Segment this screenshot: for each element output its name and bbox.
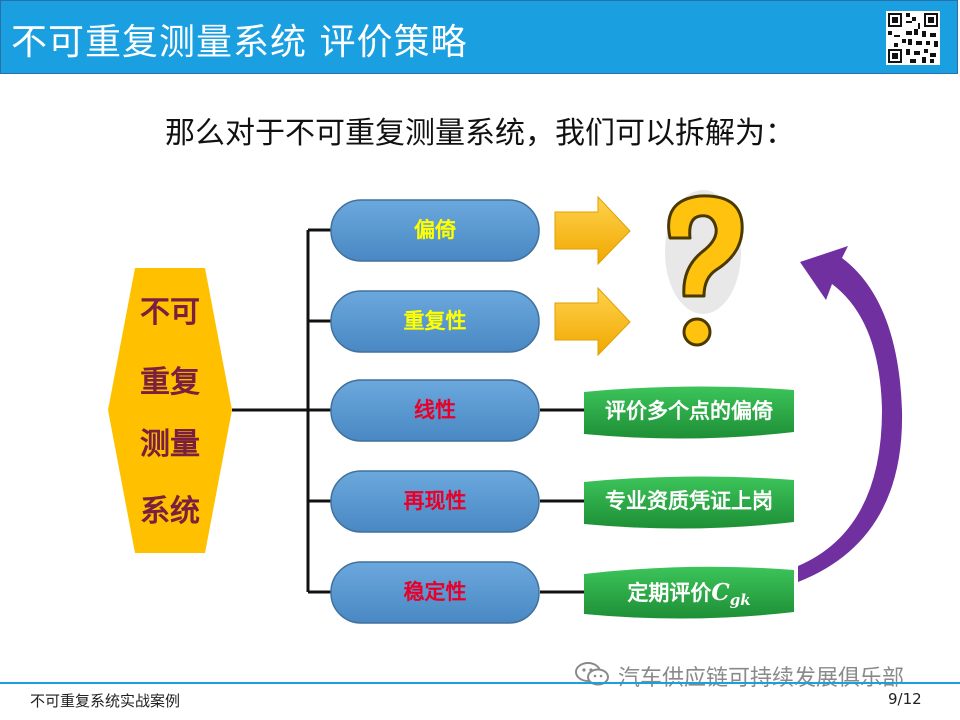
cgk-subscript: gk: [729, 591, 751, 610]
strategy-text-1: 评价多个点的偏倚: [605, 399, 773, 423]
root-label-line-2: 重复: [140, 365, 200, 400]
slide-subtitle: 那么对于不可重复测量系统，我们可以拆解为：: [165, 116, 795, 151]
strategy-text-2: 专业资质凭证上岗: [605, 489, 773, 513]
strategy-text-3-prefix: 定期评价: [627, 581, 712, 605]
title-bar: 不可重复测量系统 评价策略: [0, 0, 958, 74]
branch-label-linearity: 线性: [414, 398, 456, 422]
branch-pill-repeatability: [330, 290, 540, 353]
curved-arrow-icon: [798, 246, 903, 582]
watermark-text: 汽车供应链可持续发展俱乐部: [618, 666, 905, 691]
branch-pill-reproducibility: [330, 470, 540, 533]
footer-title: 不可重复系统实战案例: [30, 692, 181, 710]
branch-pill-bias: [330, 199, 540, 262]
branch-label-stability: 稳定性: [403, 580, 467, 604]
branch-label-bias: 偏倚: [414, 218, 456, 242]
arrow-right-icon: [554, 286, 631, 357]
root-hexagon: [108, 268, 232, 553]
footer-divider: [0, 682, 960, 684]
strategy-banner-1: [584, 386, 794, 439]
strategy-text-3: 定期评价Cgk: [582, 571, 796, 615]
tree-connectors: [232, 228, 585, 594]
root-label-line-1: 不可: [140, 295, 200, 330]
question-mark-icon: [665, 190, 744, 347]
branch-pill-stability: [330, 561, 540, 624]
slide-title: 不可重复测量系统 评价策略: [11, 22, 468, 63]
root-label-line-4: 系统: [140, 494, 200, 529]
cgk-symbol: C: [711, 579, 730, 606]
page-number: 9/12: [888, 690, 922, 708]
qr-code-icon: [886, 11, 940, 65]
branch-label-repeatability: 重复性: [403, 309, 467, 333]
strategy-banner-2: [584, 476, 794, 529]
wechat-icon: [575, 662, 609, 686]
branch-pill-linearity: [330, 379, 540, 442]
branch-label-reproducibility: 再现性: [403, 489, 467, 513]
arrow-right-icon: [554, 195, 631, 266]
strategy-banner-3: [584, 566, 794, 619]
root-label-line-3: 测量: [140, 427, 200, 462]
